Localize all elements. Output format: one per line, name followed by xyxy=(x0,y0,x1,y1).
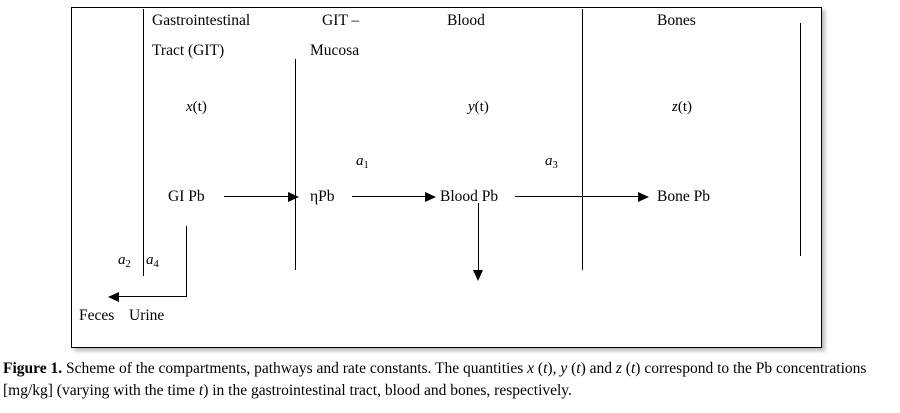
compartment-label-gastrointestinal-line1: Gastrointestinal xyxy=(152,12,251,29)
rate-constant-a3-symbol: a xyxy=(545,153,553,169)
node-label-bone-pb: Bone Pb xyxy=(657,188,710,205)
path-urine-vertical-line xyxy=(186,226,188,296)
arrow-eta-pb-to-blood-pb-head xyxy=(425,191,436,202)
variable-x-arg: (t) xyxy=(192,99,207,115)
divider-line-blood-bones xyxy=(582,9,583,270)
variable-x-symbol: x xyxy=(186,99,193,115)
arrow-blood-pb-to-bone-pb-head xyxy=(638,191,649,202)
arrow-blood-pb-down-head xyxy=(473,270,483,281)
figure-caption-label: Figure 1. xyxy=(3,360,63,377)
variable-y-arg: (t) xyxy=(474,99,489,115)
figure-caption-var-z: z xyxy=(615,360,622,377)
rate-constant-a4-symbol: a xyxy=(146,252,154,268)
compartment-label-git-mucosa-line1: GIT – xyxy=(322,12,360,29)
figure-caption-arg-t1: (t) xyxy=(534,360,553,377)
arrow-gi-pb-to-eta-pb-head xyxy=(288,191,299,202)
output-label-urine: Urine xyxy=(129,307,165,324)
rate-constant-a4-subscript: 4 xyxy=(153,258,159,270)
rate-constant-a1-subscript: 1 xyxy=(363,159,369,171)
rate-constant-a1-symbol: a xyxy=(356,153,364,169)
variable-y-of-t: y(t) xyxy=(468,100,489,115)
node-label-gi-pb: GI Pb xyxy=(168,188,205,205)
figure-caption-arg-t2: (t) xyxy=(567,360,586,377)
compartment-label-gastrointestinal-line2: Tract (GIT) xyxy=(152,42,225,59)
rate-constant-a3: a3 xyxy=(545,154,558,171)
node-label-eta-pb: ηPb xyxy=(310,188,335,205)
caption-t-italic-1: t xyxy=(543,360,548,377)
rate-constant-a4: a4 xyxy=(146,253,159,270)
caption-t-italic-3: t xyxy=(630,360,636,377)
figure-diagram-box: Gastrointestinal Tract (GIT) GIT – Mucos… xyxy=(71,7,822,348)
caption-t-italic-2: t xyxy=(576,360,581,377)
figure-caption-part1: Scheme of the compartments, pathways and… xyxy=(62,360,528,377)
node-label-blood-pb: Blood Pb xyxy=(440,188,499,205)
arrow-feces-urine-line xyxy=(117,296,187,298)
figure-caption-sep2: and xyxy=(585,360,616,377)
arrow-blood-pb-down-line xyxy=(478,203,480,273)
compartment-label-bones: Bones xyxy=(657,12,696,29)
rate-constant-a2: a2 xyxy=(118,253,131,270)
variable-x-of-t: x(t) xyxy=(186,100,207,115)
output-label-feces: Feces xyxy=(79,307,115,324)
rate-constant-a2-symbol: a xyxy=(118,252,126,268)
rate-constant-a2-subscript: 2 xyxy=(125,258,131,270)
figure-caption: Figure 1. Scheme of the compartments, pa… xyxy=(3,358,897,402)
figure-caption-var-y: y xyxy=(560,360,568,377)
arrow-feces-urine-head xyxy=(108,291,119,302)
variable-z-of-t: z(t) xyxy=(672,100,692,115)
variable-y-symbol: y xyxy=(468,99,475,115)
variable-z-symbol: z xyxy=(672,99,678,115)
figure-caption-var-x: x xyxy=(527,360,535,377)
variable-z-arg: (t) xyxy=(677,99,693,115)
compartment-label-blood: Blood xyxy=(447,12,485,29)
figure-caption-part2: correspond to the Pb concentrations [mg/… xyxy=(3,360,867,399)
figure-caption-part3: ) in the gastrointestinal tract, blood a… xyxy=(203,382,572,399)
divider-line-git xyxy=(143,9,144,276)
rate-constant-a3-subscript: 3 xyxy=(552,159,558,171)
figure-caption-var-t: t xyxy=(198,382,204,399)
rate-constant-a1: a1 xyxy=(356,154,369,171)
divider-line-mucosa xyxy=(295,59,296,270)
figure-caption-sep1: , xyxy=(552,360,561,377)
divider-line-bones-right xyxy=(800,23,801,256)
arrow-eta-pb-to-blood-pb-line xyxy=(352,196,432,198)
arrow-gi-pb-to-eta-pb-line xyxy=(224,196,294,198)
figure-caption-arg-t3: (t) xyxy=(621,360,641,377)
arrow-blood-pb-to-bone-pb-line xyxy=(515,196,645,198)
compartment-label-git-mucosa-line2: Mucosa xyxy=(310,42,360,59)
